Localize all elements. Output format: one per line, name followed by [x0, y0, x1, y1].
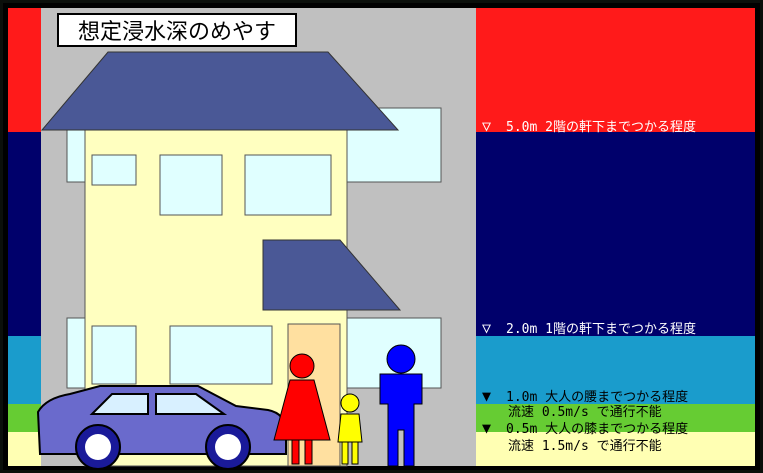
label-05m: 0.5m 大人の膝までつかる程度 — [506, 421, 688, 437]
car — [36, 385, 288, 470]
child-leg-left — [341, 441, 349, 465]
car-window-rear — [155, 393, 228, 415]
left-band-under-05m — [8, 432, 41, 466]
window-upper-left — [91, 154, 137, 186]
marker-2m: ▽ — [482, 319, 491, 337]
house-main-roof — [40, 51, 400, 131]
window-lower-left — [91, 325, 137, 385]
red-adult-body — [273, 379, 331, 441]
adult-figure-red — [273, 353, 331, 465]
child-leg-right — [351, 441, 359, 465]
left-band-05-1m — [8, 404, 41, 432]
band-05-1m — [476, 404, 755, 432]
window-upper-right — [244, 154, 332, 216]
diagram-title: 想定浸水深のめやす — [78, 20, 276, 45]
blue-adult-body — [379, 373, 423, 467]
title-box-background — [57, 13, 297, 47]
band-under-05m — [476, 432, 755, 466]
car-hub-front — [85, 434, 111, 460]
house-canopy-roof — [262, 239, 402, 311]
red-adult-leg-right — [304, 439, 313, 465]
label-flow-05: 流速 0.5m/s で通行不能 — [508, 405, 662, 420]
adult-figure-blue — [379, 344, 423, 467]
child-head — [340, 393, 360, 413]
left-band-over-5m — [8, 8, 41, 132]
car-window-front — [89, 393, 149, 415]
label-2m: 2.0m 1階の軒下までつかる程度 — [506, 321, 696, 337]
marker-5m: ▽ — [482, 117, 491, 135]
label-1m: 1.0m 大人の腰までつかる程度 — [506, 389, 688, 405]
child-figure — [337, 393, 363, 465]
red-adult-leg-left — [291, 439, 300, 465]
marker-1m: ▼ — [482, 387, 491, 405]
level-labels: ▽ 5.0m 2階の軒下までつかる程度 ▽ 2.0m 1階の軒下までつかる程度 … — [482, 117, 696, 454]
band-1-2m — [476, 336, 755, 404]
label-flow-15: 流速 1.5m/s で通行不能 — [508, 439, 662, 454]
right-depth-legend — [476, 8, 755, 466]
band-over-5m — [476, 8, 755, 132]
red-adult-head — [289, 353, 315, 379]
band-2-5m — [476, 132, 755, 336]
car-hub-rear — [215, 434, 241, 460]
window-upper-middle — [159, 154, 223, 216]
left-depth-strip — [8, 8, 41, 466]
label-5m: 5.0m 2階の軒下までつかる程度 — [506, 119, 696, 135]
left-band-2-5m — [8, 132, 41, 336]
title-box: 想定浸水深のめやす — [57, 13, 297, 47]
marker-05m: ▼ — [482, 419, 491, 437]
blue-adult-head — [386, 344, 416, 374]
window-lower-middle — [169, 325, 273, 385]
child-body — [337, 413, 363, 443]
left-band-1-2m — [8, 336, 41, 404]
